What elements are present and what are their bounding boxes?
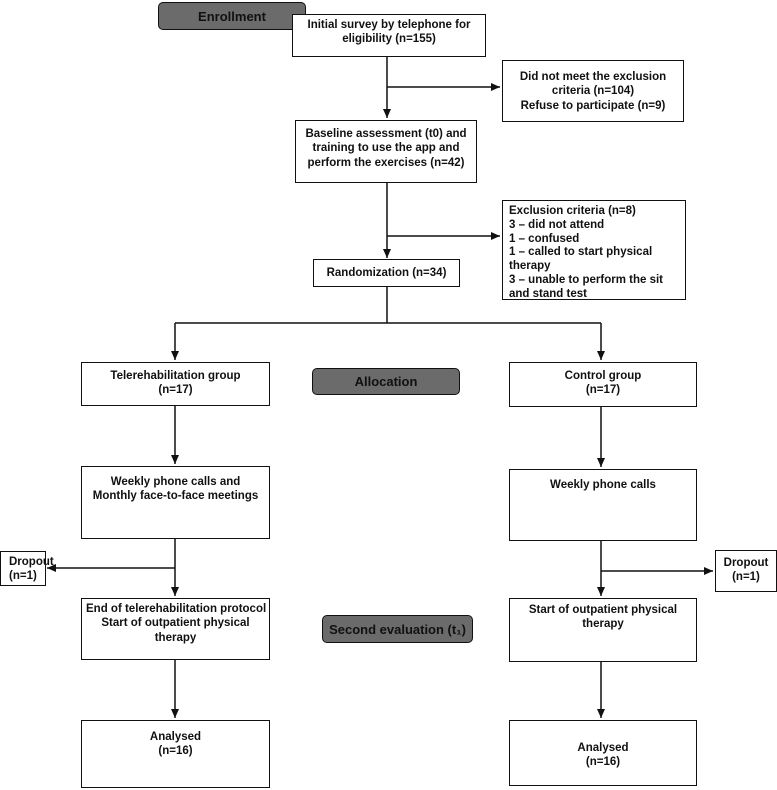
dropout-right-box: Dropout (n=1) (715, 550, 777, 592)
box-text-line: therapy (582, 618, 624, 631)
box-text-line: Start of outpatient physical (528, 604, 678, 616)
start-outpatient-box: Start of outpatient physical therapy (509, 598, 697, 662)
end-telerehab-box: End of telerehabilitation protocol Start… (81, 598, 270, 660)
box-text-line: therapy (154, 631, 197, 644)
box-text-line: Analysed (149, 731, 202, 743)
box-text-line: criteria (n=104) (551, 85, 635, 98)
box-text-line: Weekly phone calls (550, 479, 656, 491)
box-text-line: Refuse to participate (n=9) (520, 99, 666, 112)
box-text-line: Monthly face-to-face meetings (92, 490, 259, 503)
stage-second-evaluation: Second evaluation (t₁) (322, 615, 473, 643)
box-text-line: Dropout (9, 556, 54, 568)
initial-survey-box: Initial survey by telephone for eligibil… (292, 14, 486, 57)
stage-allocation-label: Allocation (354, 374, 418, 389)
box-text-line: Baseline assessment (t0) and (305, 128, 467, 140)
did-not-meet-box: Did not meet the exclusion criteria (n=1… (502, 60, 684, 122)
box-text-line: 3 – did not attend (509, 218, 605, 231)
control-group-box: Control group (n=17) (509, 362, 697, 407)
box-text-line: 1 – called to start physical (509, 246, 653, 259)
box-text-line: training to use the app and (312, 142, 460, 155)
stage-allocation: Allocation (312, 368, 460, 395)
box-text-line: Start of outpatient physical (101, 617, 250, 630)
stage-second-evaluation-label: Second evaluation (t₁) (329, 621, 466, 637)
telerehabilitation-group-box: Telerehabilitation group (n=17) (81, 362, 270, 406)
box-text-line: (n=1) (9, 570, 37, 583)
box-text-line: Analysed (577, 742, 629, 754)
box-text-line: Dropout (723, 557, 769, 569)
baseline-box: Baseline assessment (t0) and training to… (295, 120, 477, 183)
box-text-line: Initial survey by telephone for (307, 19, 471, 31)
box-text-line: Exclusion criteria (n=8) (509, 205, 636, 217)
box-text-line: Randomization (n=34) (326, 267, 447, 279)
stage-enrollment-label: Enrollment (198, 8, 266, 24)
box-text-line: End of telerehabilitation protocol (86, 603, 267, 615)
box-text-line: (n=16) (585, 756, 621, 769)
box-text-line: therapy (509, 260, 551, 273)
randomization-box: Randomization (n=34) (313, 259, 460, 287)
box-text-line: Control group (564, 370, 642, 382)
stage-enrollment: Enrollment (158, 2, 306, 30)
analysed-right-box: Analysed (n=16) (509, 720, 697, 786)
box-text-line: (n=16) (158, 745, 193, 758)
weekly-monthly-box: Weekly phone calls and Monthly face-to-f… (81, 466, 270, 539)
box-text-line: Telerehabilitation group (110, 370, 241, 382)
dropout-left-box: Dropout (n=1) (0, 551, 54, 586)
box-text-line: Weekly phone calls and (110, 476, 241, 488)
box-text-line: (n=17) (158, 384, 193, 397)
analysed-left-box: Analysed (n=16) (81, 720, 270, 788)
box-text-line: (n=1) (732, 571, 760, 584)
box-text-line: eligibility (n=155) (342, 33, 436, 46)
box-text-line: (n=17) (585, 384, 621, 397)
box-text-line: perform the exercises (n=42) (307, 156, 465, 169)
weekly-control-box: Weekly phone calls (509, 469, 697, 541)
box-text-line: and stand test (509, 287, 587, 300)
box-text-line: 3 – unable to perform the sit (509, 273, 663, 286)
box-text-line: 1 – confused (509, 232, 580, 245)
box-text-line: Did not meet the exclusion (519, 71, 667, 83)
exclusion-criteria-box: Exclusion criteria (n=8) 3 – did not att… (502, 200, 686, 300)
